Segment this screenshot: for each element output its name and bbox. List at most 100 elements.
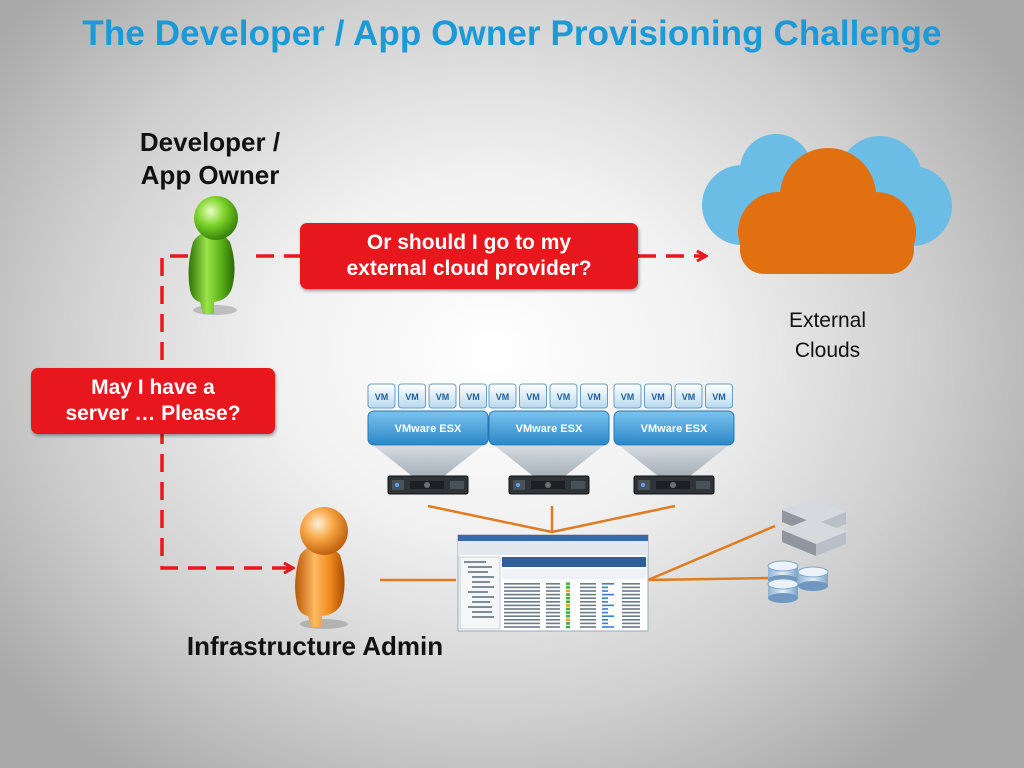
console-bar [602, 623, 608, 625]
console-bar [602, 608, 608, 610]
console-row [546, 619, 560, 621]
console-row [622, 583, 640, 585]
vm-label: VM [557, 392, 571, 402]
console-row [546, 590, 560, 592]
console-bar [602, 615, 614, 617]
console-row [622, 615, 640, 617]
console-bar [602, 612, 608, 614]
console-bar [602, 605, 614, 607]
cloud-bubble-line1: Or should I go to my [346, 230, 591, 256]
esx-funnel [620, 446, 728, 476]
external-clouds-line1: External [760, 306, 895, 336]
external-clouds-label: External Clouds [760, 306, 895, 366]
cloud-question-bubble: Or should I go to my external cloud prov… [300, 223, 638, 289]
console-row [580, 623, 596, 625]
vm-label: VM [375, 392, 389, 402]
console-row [546, 623, 560, 625]
console-row [504, 608, 540, 610]
console-row [580, 590, 596, 592]
console-row [580, 619, 596, 621]
console-row [504, 619, 540, 621]
console-bar [602, 594, 614, 596]
console-row [546, 583, 560, 585]
esx-hosts: VMVMVMVMVMware ESXVMVMVMVMVMware ESXVMVM… [368, 384, 734, 494]
console-row [504, 583, 540, 585]
vm-label: VM [526, 392, 540, 402]
console-row [580, 612, 596, 614]
console-row [622, 587, 640, 589]
esx-label: VMware ESX [516, 423, 583, 435]
developer-label-line1: Developer / [110, 126, 310, 159]
server-button [424, 482, 430, 488]
console-row [622, 626, 640, 628]
console-row [580, 608, 596, 610]
console-status [566, 615, 570, 618]
console-row [622, 605, 640, 607]
console-row [622, 590, 640, 592]
console-row [546, 605, 560, 607]
vm-label: VM [436, 392, 450, 402]
esx-host: VMVMVMVMVMware ESX [368, 384, 488, 494]
server-rack-icon [782, 498, 846, 556]
console-bar [602, 619, 608, 621]
esx-funnel [495, 446, 603, 476]
console-status [566, 583, 570, 586]
console-row [546, 612, 560, 614]
database-icon [768, 561, 828, 603]
external-clouds-line2: Clouds [760, 336, 895, 366]
console-row [622, 612, 640, 614]
developer-label-line2: App Owner [110, 159, 310, 192]
console-status [566, 608, 570, 611]
server-bay [450, 481, 464, 489]
console-bar [602, 601, 608, 603]
esx-host: VMVMVMVMVMware ESX [489, 384, 609, 494]
console-row [546, 626, 560, 628]
console-row [546, 615, 560, 617]
vm-label: VM [712, 392, 726, 402]
console-row [504, 601, 540, 603]
console-status [566, 622, 570, 625]
admin-label: Infrastructure Admin [150, 630, 480, 663]
management-console-screenshot [458, 535, 648, 631]
console-status [566, 619, 570, 622]
server-led [641, 483, 645, 487]
console-bar [602, 587, 608, 589]
esx-label: VMware ESX [395, 423, 462, 435]
console-status [566, 611, 570, 614]
server-bay [696, 481, 710, 489]
console-status [566, 597, 570, 600]
console-row [580, 615, 596, 617]
server-bay [571, 481, 585, 489]
console-row [504, 590, 540, 592]
server-bubble-line1: May I have a [65, 375, 240, 401]
console-status [566, 590, 570, 593]
esx-label: VMware ESX [641, 423, 708, 435]
server-button [545, 482, 551, 488]
console-row [580, 583, 596, 585]
console-status [566, 593, 570, 596]
console-row [622, 619, 640, 621]
vm-label: VM [466, 392, 480, 402]
console-row [580, 601, 596, 603]
server-led [516, 483, 520, 487]
console-row [504, 597, 540, 599]
console-row [622, 597, 640, 599]
vm-label: VM [651, 392, 665, 402]
console-status [566, 601, 570, 604]
console-row [546, 597, 560, 599]
console-row [580, 594, 596, 596]
vm-label: VM [621, 392, 635, 402]
console-row [622, 601, 640, 603]
console-row [504, 612, 540, 614]
cloud-bubble-line2: external cloud provider? [346, 256, 591, 282]
console-bar [602, 590, 608, 592]
console-row [622, 623, 640, 625]
console-row [504, 615, 540, 617]
developer-person-icon [189, 196, 238, 315]
developer-label: Developer / App Owner [110, 126, 310, 192]
console-row [580, 587, 596, 589]
console-row [504, 626, 540, 628]
admin-person-icon [295, 507, 348, 629]
console-row [546, 601, 560, 603]
